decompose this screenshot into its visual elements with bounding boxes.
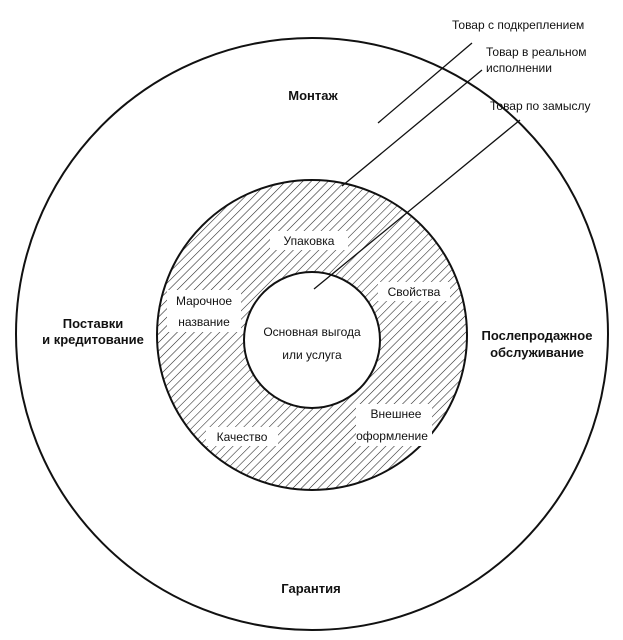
label-after-sales-line1: Послепродажное [482,328,593,343]
label-design-line2: оформление [356,429,428,443]
callout-actual-line2: исполнении [486,61,552,75]
label-packaging: Упаковка [284,234,335,248]
callout-core: Товар по замыслу [490,99,591,113]
label-after-sales-line2: обслуживание [490,345,584,360]
label-brand-line2: название [178,315,230,329]
label-packaging-group: Упаковка [270,231,348,250]
label-delivery-line2: и кредитование [42,332,144,347]
callout-augmented: Товар с подкреплением [452,18,584,32]
label-quality: Качество [217,430,268,444]
label-delivery-line1: Поставки [63,316,123,331]
label-warranty: Гарантия [281,581,340,596]
callout-actual-line1: Товар в реальном [486,45,587,59]
label-brand-line1: Марочное [176,294,232,308]
label-properties: Свойства [388,285,441,299]
callout-line-core [313,119,521,290]
label-design-line1: Внешнее [371,407,422,421]
callout-line-actual [341,69,483,187]
label-core-line2: или услуга [282,348,342,362]
inner-circle [243,271,381,409]
label-installation: Монтаж [288,88,338,103]
label-properties-group: Свойства [378,282,450,301]
label-brand-group: Марочное название [167,290,241,332]
callout-line-augmented [377,42,473,124]
label-core-line1: Основная выгода [263,325,361,339]
label-quality-group: Качество [206,427,278,446]
label-design-group: Внешнее оформление [356,404,432,446]
